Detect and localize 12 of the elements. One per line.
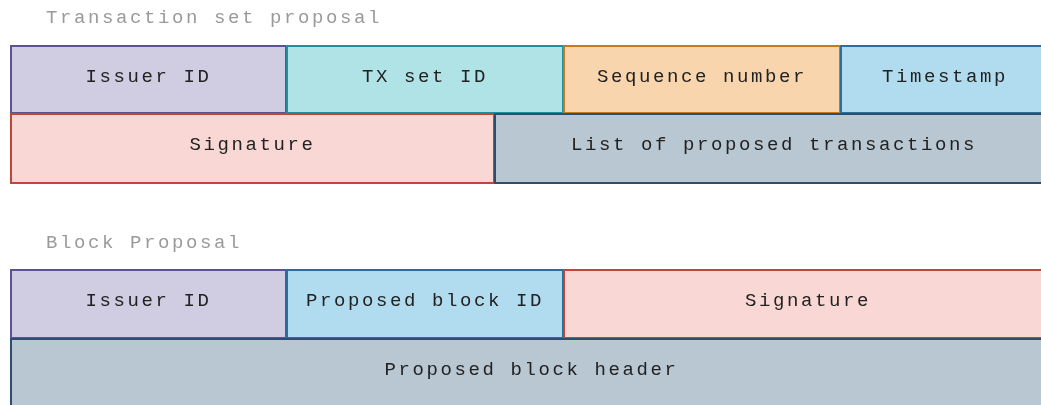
field-box: Signature	[563, 269, 1041, 339]
field-box: Proposed block ID	[286, 269, 564, 339]
section-heading: Transaction set proposal	[46, 6, 383, 30]
field-box: Proposed block header	[10, 338, 1041, 405]
field-box: Sequence number	[563, 45, 841, 114]
field-box: TX set ID	[286, 45, 564, 114]
field-box: List of proposed transactions	[494, 113, 1041, 184]
field-box: Signature	[10, 113, 495, 184]
section-heading: Block Proposal	[46, 231, 243, 255]
field-box: Timestamp	[840, 45, 1041, 114]
field-box: Issuer ID	[10, 269, 287, 339]
field-box: Issuer ID	[10, 45, 287, 114]
